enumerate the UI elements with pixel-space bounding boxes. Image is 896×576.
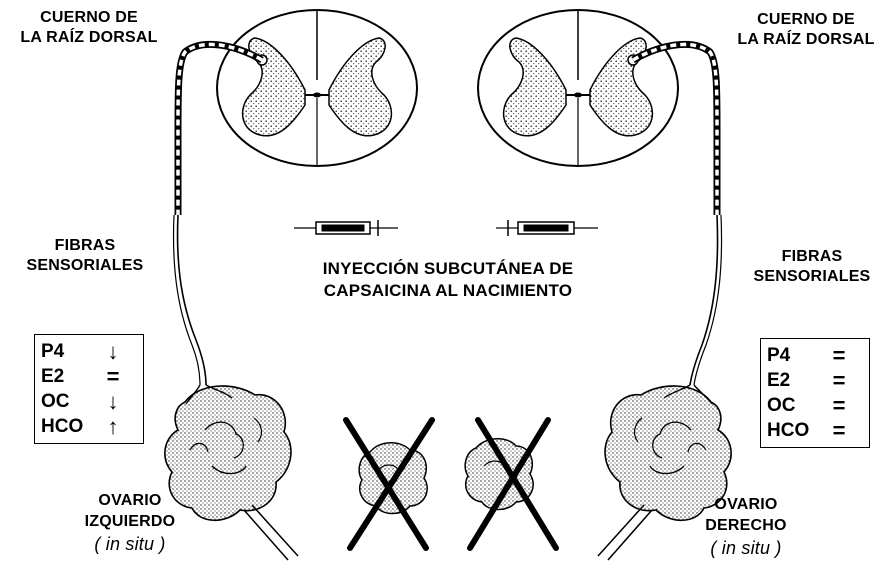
fibers-label-left-line1: FIBRAS bbox=[0, 236, 170, 256]
fibers-label-right-line2: SENSORIALES bbox=[728, 267, 896, 287]
hormone-name: HCO bbox=[767, 420, 823, 442]
hormone-change-indicator: = bbox=[823, 368, 855, 394]
hormone-change-indicator: ↓ bbox=[97, 339, 129, 365]
hormone-change-indicator: = bbox=[97, 364, 129, 390]
spinal-cord-left bbox=[217, 10, 417, 166]
hormone-name: P4 bbox=[767, 345, 823, 367]
ovary-label-right-line3: ( in situ ) bbox=[686, 538, 806, 559]
hormone-name: E2 bbox=[41, 366, 97, 388]
horn-label-right-line1: CUERNO DE bbox=[718, 10, 894, 30]
fibers-label-right-line1: FIBRAS bbox=[728, 247, 896, 267]
syringe-left bbox=[294, 220, 398, 236]
horn-label-left: CUERNO DE LA RAÍZ DORSAL bbox=[2, 8, 176, 48]
hormone-row: HCO↑ bbox=[41, 414, 137, 439]
hormone-box-right: P4= E2= OC= HCO= bbox=[760, 338, 870, 448]
hormone-row: P4= bbox=[767, 343, 863, 368]
syringe-right bbox=[496, 220, 598, 236]
hormone-row: OC↓ bbox=[41, 389, 137, 414]
hormone-box-left: P4↓ E2= OC↓ HCO↑ bbox=[34, 334, 144, 444]
hormone-name: OC bbox=[41, 391, 97, 413]
horn-label-right: CUERNO DE LA RAÍZ DORSAL bbox=[718, 10, 894, 50]
ovary-label-left-line2: IZQUIERDO bbox=[60, 511, 200, 532]
hormone-change-indicator: ↑ bbox=[97, 414, 129, 440]
hormone-row: OC= bbox=[767, 393, 863, 418]
injection-label-line2: CAPSAICINA AL NACIMIENTO bbox=[270, 280, 626, 302]
hormone-change-indicator: ↓ bbox=[97, 389, 129, 415]
ovary-removed-right bbox=[465, 420, 556, 548]
hormone-row: P4↓ bbox=[41, 339, 137, 364]
ovary-label-left: OVARIO IZQUIERDO ( in situ ) bbox=[60, 490, 200, 555]
injection-label: INYECCIÓN SUBCUTÁNEA DE CAPSAICINA AL NA… bbox=[270, 258, 626, 302]
horn-label-left-line2: LA RAÍZ DORSAL bbox=[2, 28, 176, 48]
fibers-label-right: FIBRAS SENSORIALES bbox=[728, 247, 896, 287]
ovary-label-right-line1: OVARIO bbox=[686, 494, 806, 515]
hormone-change-indicator: = bbox=[823, 393, 855, 419]
ovary-label-left-line1: OVARIO bbox=[60, 490, 200, 511]
ovary-label-right: OVARIO DERECHO ( in situ ) bbox=[686, 494, 806, 559]
hormone-name: OC bbox=[767, 395, 823, 417]
hormone-row: E2= bbox=[41, 364, 137, 389]
ovary-label-left-line3: ( in situ ) bbox=[60, 534, 200, 555]
hormone-name: E2 bbox=[767, 370, 823, 392]
fibers-label-left-line2: SENSORIALES bbox=[0, 256, 170, 276]
fibers-label-left: FIBRAS SENSORIALES bbox=[0, 236, 170, 276]
hormone-name: HCO bbox=[41, 416, 97, 438]
ovary-removed-left bbox=[346, 420, 432, 548]
horn-label-left-line1: CUERNO DE bbox=[2, 8, 176, 28]
hormone-change-indicator: = bbox=[823, 343, 855, 369]
ovary-label-right-line2: DERECHO bbox=[686, 515, 806, 536]
injection-label-line1: INYECCIÓN SUBCUTÁNEA DE bbox=[270, 258, 626, 280]
hormone-row: HCO= bbox=[767, 418, 863, 443]
spinal-cord-right bbox=[478, 10, 678, 166]
hormone-row: E2= bbox=[767, 368, 863, 393]
horn-label-right-line2: LA RAÍZ DORSAL bbox=[718, 30, 894, 50]
hormone-change-indicator: = bbox=[823, 418, 855, 444]
hormone-name: P4 bbox=[41, 341, 97, 363]
